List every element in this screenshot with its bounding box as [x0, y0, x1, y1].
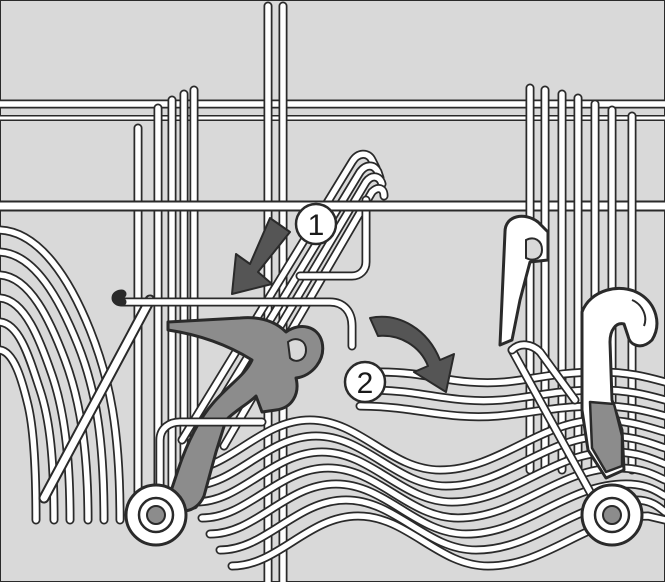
right-latch-bracket [498, 214, 550, 347]
back-rails [0, 99, 665, 121]
left-diagonal-strut [38, 294, 156, 504]
right-front-frame [507, 340, 605, 515]
arrow-down-left-icon [231, 217, 291, 295]
right-latch-part [580, 286, 659, 480]
folding-latch-part [166, 316, 325, 513]
curved-arrow-clockwise-icon [369, 315, 455, 393]
callout-step-2: 2 [343, 360, 387, 404]
callout-step-1: 1 [294, 202, 338, 246]
diagonal-tines [177, 149, 389, 451]
left-wheel [124, 483, 188, 547]
right-wheel [580, 483, 644, 547]
callout-step-2-label: 2 [357, 367, 374, 400]
callout-step-1-label: 1 [308, 209, 325, 242]
lower-frame-loop [155, 417, 267, 505]
front-frame-crossbar [111, 289, 357, 351]
left-curved-tines [0, 225, 125, 525]
